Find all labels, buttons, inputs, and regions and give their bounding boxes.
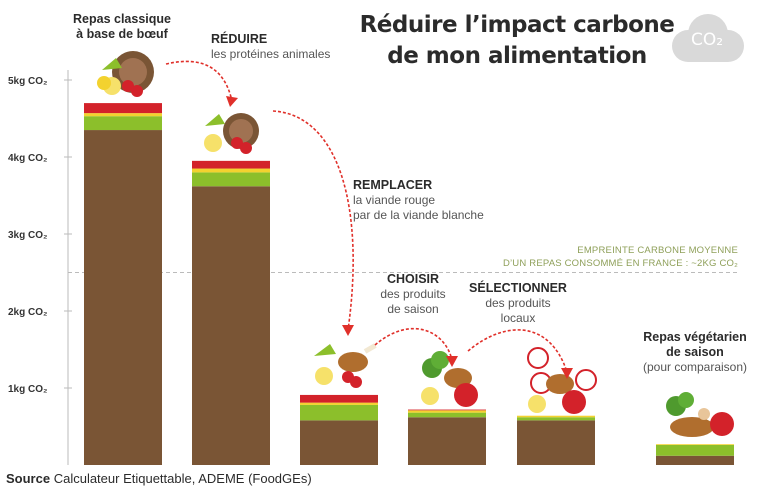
label-choose-line-1: des produits [380, 287, 446, 301]
label-select-line-1: des produits [485, 296, 551, 310]
bar-segment [84, 130, 162, 466]
food-illustrations [97, 51, 734, 437]
bar-segment [656, 455, 734, 465]
label-reduce-heading: RÉDUIRE [211, 32, 268, 46]
average-line-1: EMPREINTE CARBONE MOYENNE [577, 245, 738, 256]
bar-segment [517, 417, 595, 421]
label-vegetarian-text: (pour comparaison) [642, 360, 748, 374]
bar-segment [84, 116, 162, 131]
arrow-head-reduce [226, 96, 238, 107]
label-choose-heading: CHOISIR [386, 272, 440, 286]
bar-segment [517, 420, 595, 465]
source-text: Calculateur Etiquettable, ADEME (FoodGEs… [53, 471, 312, 486]
arrow-choose [374, 327, 453, 361]
chicken-drumstick-icon [314, 343, 377, 388]
seasonal-products-icon [421, 351, 478, 407]
bar-segment [408, 410, 486, 413]
label-reduce: RÉDUIRE les protéines animales [211, 32, 361, 62]
label-choose-line-2: de saison [387, 302, 439, 316]
label-choose: CHOISIR des produits de saison [368, 272, 458, 317]
chart-marks: 1kg CO₂ 2kg CO₂ 3kg CO₂ 4kg CO₂ 5kg CO₂ [8, 70, 740, 466]
bar-segment [192, 186, 270, 465]
label-vegetarian: Repas végétarien de saison (pour compara… [630, 330, 760, 375]
local-products-icon [527, 347, 597, 414]
y-tick-label: 5kg CO₂ [8, 76, 47, 87]
label-replace-line-2: par de la viande blanche [353, 208, 484, 222]
label-classic-line-1: Repas classique [73, 12, 171, 26]
bar-segment [517, 415, 595, 418]
arrow-reduce [165, 60, 233, 102]
progress-arrows [165, 60, 568, 373]
title-line-2: de mon alimentation [387, 43, 647, 69]
average-footprint-note: EMPREINTE CARBONE MOYENNE D’UN REPAS CON… [503, 244, 738, 270]
y-tick-label: 2kg CO₂ [8, 307, 47, 318]
bar-segment [656, 444, 734, 456]
bar-segment [408, 417, 486, 465]
y-tick-label: 1kg CO₂ [8, 384, 47, 395]
cloud-label: CO₂ [690, 30, 724, 50]
label-reduce-text: les protéines animales [211, 47, 331, 61]
bar-segment [84, 103, 162, 114]
vegetarian-plate-icon [666, 392, 734, 437]
label-vegetarian-line-1: Repas végétarien [643, 330, 747, 344]
source-label: Source [6, 471, 51, 486]
bar-segment [84, 113, 162, 117]
label-select: SÉLECTIONNER des produits locaux [468, 281, 568, 326]
bar-segment [300, 402, 378, 405]
arrow-heads [226, 96, 573, 379]
bar-segment [192, 168, 270, 173]
arrow-head-replace [342, 325, 354, 336]
beef-plate-icon [97, 51, 154, 97]
label-replace-heading: REMPLACER [353, 178, 433, 192]
label-vegetarian-line-2: de saison [666, 345, 724, 359]
label-replace-line-1: la viande rouge [353, 193, 436, 207]
page-title: Réduire l’impact carbone de mon alimenta… [352, 10, 682, 72]
arrow-replace [272, 110, 354, 331]
average-line-2: D’UN REPAS CONSOMMÉ EN FRANCE : ~2KG CO₂ [502, 258, 738, 269]
label-replace: REMPLACER la viande rouge par de la vian… [353, 178, 523, 223]
bar-segment [408, 409, 486, 411]
bar-segment [300, 420, 378, 465]
bar-segment [656, 444, 734, 445]
source-note: Source Calculateur Etiquettable, ADEME (… [6, 471, 312, 486]
bar-segment [300, 404, 378, 421]
label-select-line-2: locaux [500, 311, 536, 325]
beef-plate-small-icon [204, 113, 259, 154]
y-tick-label: 3kg CO₂ [8, 230, 47, 241]
arrow-select [467, 329, 568, 373]
title-line-1: Réduire l’impact carbone [359, 12, 675, 38]
label-select-heading: SÉLECTIONNER [469, 281, 567, 295]
bar-segment [408, 412, 486, 418]
bar-segment [192, 172, 270, 187]
bar-segment [192, 160, 270, 169]
label-classic: Repas classique à base de bœuf [62, 12, 182, 42]
y-tick-label: 4kg CO₂ [8, 153, 47, 164]
label-classic-line-2: à base de bœuf [76, 27, 168, 41]
arrow-head-select [561, 368, 573, 379]
bar-segment [300, 394, 378, 403]
cloud-icon [672, 14, 744, 62]
arrow-head-choose [446, 356, 458, 367]
